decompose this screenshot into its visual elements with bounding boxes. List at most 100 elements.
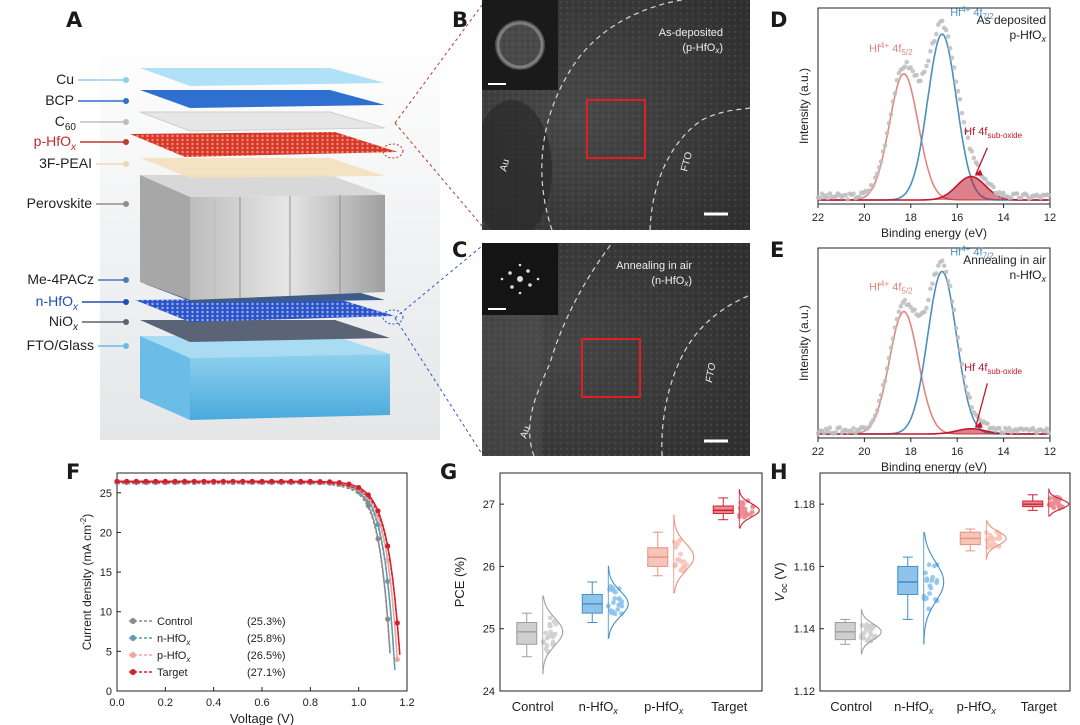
legend-label: Control [157,616,192,628]
legend-sub: x [185,655,191,664]
panel-note-line1: Annealing in air [963,253,1046,267]
x-tick-label: 0.4 [206,697,221,709]
data-point [870,417,876,422]
data-point [934,31,939,37]
layer-label-p-hfo: p-HfOx [34,133,76,153]
legend-pce: (25.3%) [247,616,286,628]
jv-marker [143,478,149,484]
data-point [959,361,965,367]
fft-spots-c [500,263,540,295]
data-point [951,307,957,313]
data-point [923,596,929,601]
y-tick-label: 15 [100,567,112,579]
n-hfox-zoom-circle [382,309,404,325]
data-point [872,635,877,641]
plot-frame [817,247,1051,439]
data-point [882,143,888,148]
3f-peai-layer [140,158,385,178]
data-point [872,175,878,180]
data-point [926,58,931,64]
connector-c-bottom [394,317,483,455]
panel-letter-d: D [770,8,788,32]
plot-frame [499,472,763,692]
layer-label-text: Perovskite [26,195,92,211]
y-label-close: (V) [772,562,787,583]
layer-label-text: n-HfO [35,293,73,309]
panel-letter-b: B [452,8,469,32]
data-point [1056,500,1061,506]
layer-label-c: C60 [55,113,76,133]
data-point [859,623,865,628]
label-part: 7/2 [983,252,995,261]
label-peak-3: Hf 4fsub-oxide [964,362,1022,376]
data-point [611,587,617,593]
b-title-line2: (p-HfOx) [682,42,723,55]
jv-marker [240,478,246,484]
suboxide-arrow [975,383,988,427]
data-point [827,191,833,196]
label-part: Hf [950,247,962,259]
data-point [888,112,894,117]
legend-marker [130,618,136,624]
jv-marker [172,478,178,484]
category-label: n-HfOx [579,699,619,716]
data-point [1009,195,1014,200]
b-label-au: Au [498,158,512,173]
data-point [955,335,961,340]
layer-label-subscript: x [73,321,78,333]
n-hfox-layer [135,298,395,322]
label-part: 4f [889,43,902,55]
data-point [867,424,872,429]
legend-marker [130,669,136,675]
box-iqr [516,621,538,645]
peak-component [818,33,1049,201]
jv-marker [133,478,139,484]
selection-box-c [581,338,641,398]
data-point [918,78,923,84]
data-point [837,425,842,430]
c-title-line1: Annealing in air [616,260,692,272]
data-point [926,606,932,612]
data-point [874,171,880,177]
data-point [872,413,878,418]
jv-marker [336,480,342,486]
data-point [890,99,896,104]
data-point [886,355,892,361]
data-point [914,72,919,78]
cu-layer [140,68,385,86]
p-hfox-layer [130,132,398,157]
label-peak-1: Hf4+ 4f5/2 [869,280,913,296]
data-point [965,391,971,396]
note-part: n-HfO [1009,268,1041,282]
x-tick-label: 16 [951,212,963,224]
label-part: 5/2 [901,48,913,57]
data-point [904,59,909,65]
c60-layer [139,111,386,132]
layer-label-3f-peai: 3F-PEAI [39,155,92,171]
jv-reverse-scan [117,482,391,655]
data-point [945,34,951,39]
x-tick-label: 22 [812,212,824,224]
y-tick-label: 1.18 [794,499,815,511]
x-tick-label: 14 [997,212,1009,224]
category-label: n-HfOx [894,699,934,716]
label-peak-2: Hf4+ 4f7/2 [950,245,994,261]
layer-label-text: NiO [48,313,73,329]
y-tick-label: 1.12 [794,686,815,698]
data-point [886,121,892,126]
data-point [928,286,933,292]
data-point [671,539,677,545]
data-point [1046,193,1051,198]
perovskite-side [140,175,190,300]
data-point [857,194,862,199]
suboxide-arrowhead [974,421,983,428]
label-part: Hf [869,282,881,294]
x-tick-label: 12 [1044,212,1056,224]
layer-label-perovskite: Perovskite [27,195,92,211]
x-tick-label: 12 [1044,446,1056,458]
y-label-sub: oc [779,583,789,593]
category-sub: x [612,706,618,716]
